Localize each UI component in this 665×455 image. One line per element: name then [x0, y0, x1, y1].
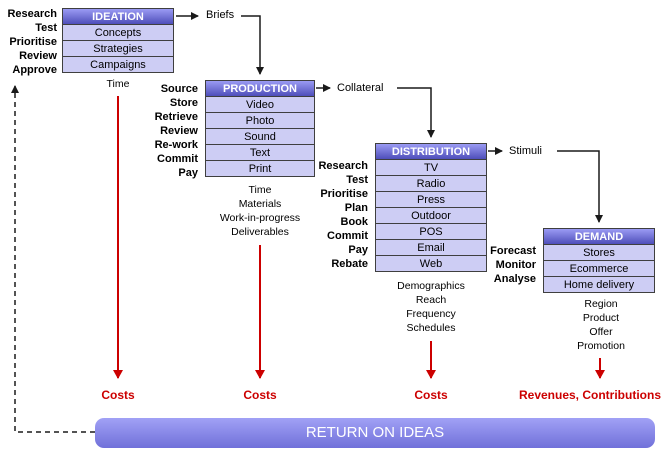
flow-label-stimuli: Stimuli: [509, 145, 543, 157]
activity-label: Pay: [178, 167, 198, 179]
flow-label-collateral: Collateral: [337, 82, 384, 94]
activity-label: Review: [19, 50, 57, 62]
output-label: Region: [584, 298, 618, 310]
activity-label: Pay: [348, 244, 368, 256]
activity-label: Research: [7, 8, 57, 20]
activity-label: Research: [318, 160, 368, 172]
activity-label: Forecast: [490, 245, 536, 257]
feedback-dashed-arrow: [11, 85, 95, 433]
activity-label: Commit: [157, 153, 198, 165]
stage-row: Text: [205, 144, 315, 161]
stage-row: Video: [205, 96, 315, 113]
demand-header: DEMAND: [543, 228, 655, 245]
output-label: Offer: [589, 326, 613, 338]
stage-row: Radio: [375, 175, 487, 192]
production-output-labels: Time Materials Work-in-progress Delivera…: [180, 183, 340, 239]
output-label: Work-in-progress: [219, 212, 301, 224]
activity-label: Approve: [12, 64, 57, 76]
activity-label: Test: [346, 174, 368, 186]
output-label: Schedules: [406, 322, 456, 334]
stage-row: Print: [205, 160, 315, 177]
activity-label: Commit: [327, 230, 368, 242]
ideation-output-labels: Time: [62, 77, 174, 91]
distribution-output-labels: Demographics Reach Frequency Schedules: [351, 279, 511, 335]
stage-row: Web: [375, 255, 487, 272]
stage-row: Sound: [205, 128, 315, 145]
activity-label: Prioritise: [320, 188, 368, 200]
activity-label: Rebate: [331, 258, 368, 270]
production-activity-labels: Source Store Retrieve Review Re-work Com…: [138, 82, 198, 180]
ideation-table: IDEATION Concepts Strategies Campaigns: [62, 8, 174, 73]
output-label: Materials: [238, 198, 282, 210]
arrow-collateral-to-distribution: [397, 87, 435, 138]
ideation-header: IDEATION: [62, 8, 174, 25]
stage-row: Ecommerce: [543, 260, 655, 277]
stage-row: Outdoor: [375, 207, 487, 224]
activity-label: Source: [160, 83, 198, 95]
activity-label: Review: [160, 125, 198, 137]
distribution-table: DISTRIBUTION TV Radio Press Outdoor POS …: [375, 143, 487, 272]
revenue-label-demand: Revenues, Contributions: [518, 388, 661, 402]
stage-row: Strategies: [62, 40, 174, 57]
arrow-stimuli-to-demand: [557, 150, 603, 223]
production-header: PRODUCTION: [205, 80, 315, 97]
demand-output-labels: Region Product Offer Promotion: [519, 297, 665, 353]
activity-label: Monitor: [495, 259, 536, 271]
stage-row: Concepts: [62, 24, 174, 41]
distribution-header: DISTRIBUTION: [375, 143, 487, 160]
stage-row: Email: [375, 239, 487, 256]
stage-row: Photo: [205, 112, 315, 129]
output-label: Demographics: [397, 280, 465, 292]
stage-row: Stores: [543, 244, 655, 261]
stage-row: Press: [375, 191, 487, 208]
output-label: Time: [106, 78, 130, 90]
activity-label: Retrieve: [154, 111, 198, 123]
activity-label: Store: [169, 97, 198, 109]
stage-row: Home delivery: [543, 276, 655, 293]
output-label: Promotion: [577, 340, 625, 352]
flow-label-briefs: Briefs: [206, 9, 235, 21]
activity-label: Analyse: [493, 273, 536, 285]
activity-label: Re-work: [154, 139, 198, 151]
activity-label: Book: [340, 216, 369, 228]
stage-row: POS: [375, 223, 487, 240]
return-on-ideas-bar: RETURN ON IDEAS: [95, 418, 655, 448]
activity-label: Plan: [344, 202, 368, 214]
ideation-activity-labels: Research Test Prioritise Review Approve: [2, 7, 57, 77]
production-table: PRODUCTION Video Photo Sound Text Print: [205, 80, 315, 177]
output-label: Frequency: [406, 308, 456, 320]
output-label: Time: [248, 184, 272, 196]
stage-row: TV: [375, 159, 487, 176]
output-label: Reach: [415, 294, 447, 306]
cost-label-ideation: Costs: [101, 388, 135, 402]
activity-label: Test: [35, 22, 57, 34]
demand-table: DEMAND Stores Ecommerce Home delivery: [543, 228, 655, 293]
stage-row: Campaigns: [62, 56, 174, 73]
output-label: Product: [582, 312, 620, 324]
cost-label-production: Costs: [243, 388, 277, 402]
arrow-briefs-to-production: [241, 15, 264, 75]
output-label: Deliverables: [231, 226, 289, 238]
demand-activity-labels: Forecast Monitor Analyse: [480, 244, 536, 286]
activity-label: Prioritise: [9, 36, 57, 48]
cost-label-distribution: Costs: [414, 388, 448, 402]
distribution-activity-labels: Research Test Prioritise Plan Book Commi…: [308, 159, 368, 271]
